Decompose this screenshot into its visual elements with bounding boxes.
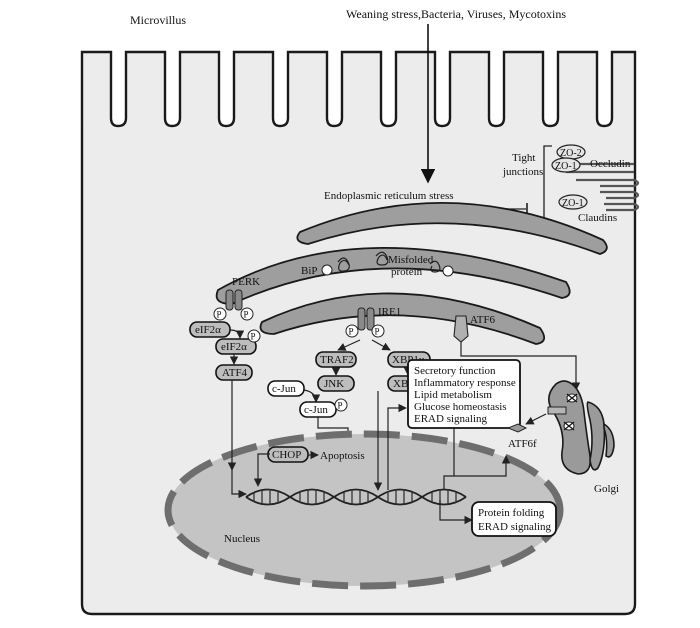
zo1-oval-a [551, 157, 581, 173]
perk-phospho-right [240, 307, 254, 321]
bip-circle-2 [442, 265, 454, 277]
chop-label: CHOP [272, 449, 301, 461]
jnk-label: JNK [324, 378, 344, 390]
stress-label: Weaning stress,Bacteria, Viruses, Mycoto… [346, 7, 566, 21]
bip-circle [321, 264, 333, 276]
cjun-label-2: c-Jun [304, 404, 328, 416]
function-secretory: Secretory function [414, 365, 496, 377]
function-glucose: Glucose homeostasis [414, 401, 507, 413]
outcome-box [471, 501, 557, 537]
golgi-to-atf6f-arrow [525, 413, 547, 425]
jnk-pill [317, 375, 355, 392]
eif2a-label-2: eIF2α [221, 341, 247, 353]
misfolded-protein-squiggle-b [375, 251, 389, 266]
function-lipid: Lipid metabolism [414, 389, 492, 401]
dna-to-functions-arrow [387, 403, 407, 490]
cjun-pill-1 [267, 380, 305, 397]
eif2a-label-1: eIF2α [195, 324, 221, 336]
nucleus-label: Nucleus [224, 533, 260, 545]
atf6f-label: ATF6f [508, 438, 537, 450]
zo1-oval-b [558, 194, 588, 210]
atf6-to-golgi-arrow [460, 342, 581, 391]
tight-junctions-label-line2: junctions [502, 166, 543, 178]
golgi-cleavage-mark-b [563, 421, 575, 431]
perk-phospho-left [213, 307, 227, 321]
dna-helix [245, 488, 467, 506]
zo1-label-a: ZO-1 [555, 161, 577, 172]
atf4-to-dna-arrow [231, 470, 247, 499]
traf2-label: TRAF2 [320, 354, 354, 366]
cjun-phospho-label: P [338, 401, 343, 411]
atf4-label: ATF4 [222, 367, 248, 379]
perk-receptor-a [225, 289, 234, 311]
functions-box [407, 359, 521, 429]
outcome-erad: ERAD signaling [478, 521, 552, 533]
tight-junctions-label-line1: Tight [512, 152, 535, 164]
chop-from-dna-arrow [253, 453, 270, 487]
endoplasmic-reticulum [215, 202, 608, 345]
ire1-phospho-left [345, 324, 359, 338]
atf4-pill [215, 364, 253, 381]
atf6-receptor [453, 315, 469, 343]
golgi-label: Golgi [594, 483, 619, 495]
cjun-phospho [334, 398, 348, 412]
perk-phospho-left-label: P [217, 310, 222, 320]
perk-receptor-b [234, 289, 243, 311]
ire1-label: IRE1 [378, 306, 401, 318]
misfolded-label-line1: Misfolded [388, 254, 434, 266]
outcome-protein-folding: Protein folding [478, 507, 545, 519]
junction-strands [566, 162, 640, 212]
zo2-label: ZO-2 [560, 148, 582, 159]
ire1-receptor-a [357, 307, 366, 331]
perk-label: PERK [232, 276, 260, 288]
zo1-label-b: ZO-1 [562, 198, 584, 209]
function-erad: ERAD signaling [414, 413, 488, 425]
ire1-phospho-left-label: P [349, 327, 354, 337]
golgi-cleavage-mark-a [566, 393, 578, 403]
ire1-phospho-right [371, 324, 385, 338]
function-inflammatory: Inflammatory response [414, 377, 516, 389]
ire1-to-xbp1u-arrow [371, 339, 391, 351]
dna-to-outcome-arrow [439, 500, 473, 525]
misfolded-label-line2: protein [391, 266, 423, 278]
eif2a-pill-2 [215, 338, 257, 355]
er-stress-label: Endoplasmic reticulum stress [324, 190, 454, 202]
nucleus [164, 430, 564, 590]
eif2a-phospho [247, 329, 261, 343]
eif2a-arrow-1 [229, 329, 245, 339]
microvillus-label: Microvillus [130, 13, 186, 27]
ire1-receptor-b [366, 307, 375, 331]
atf6-label: ATF6 [470, 314, 496, 326]
atf6f-marker [506, 423, 528, 433]
atf6-fragment [547, 406, 567, 415]
atf6f-to-dna-arrow [443, 455, 511, 490]
misfolded-protein-squiggle-a [337, 257, 350, 272]
bip-label: BiP [301, 265, 318, 277]
apoptosis-label: Apoptosis [320, 450, 365, 462]
cjun-label-1: c-Jun [272, 383, 296, 395]
occludin-label: Occludin [590, 158, 631, 170]
cjun-activation-arrow [303, 389, 321, 403]
eif2a-phospho-label: P [251, 332, 256, 342]
ire1-phospho-right-label: P [375, 327, 380, 337]
perk-phospho-right-label: P [244, 310, 249, 320]
misfolded-protein-squiggle-c [429, 260, 441, 273]
ire1-to-traf2-arrow [337, 339, 361, 351]
claudins-label: Claudins [578, 212, 617, 224]
